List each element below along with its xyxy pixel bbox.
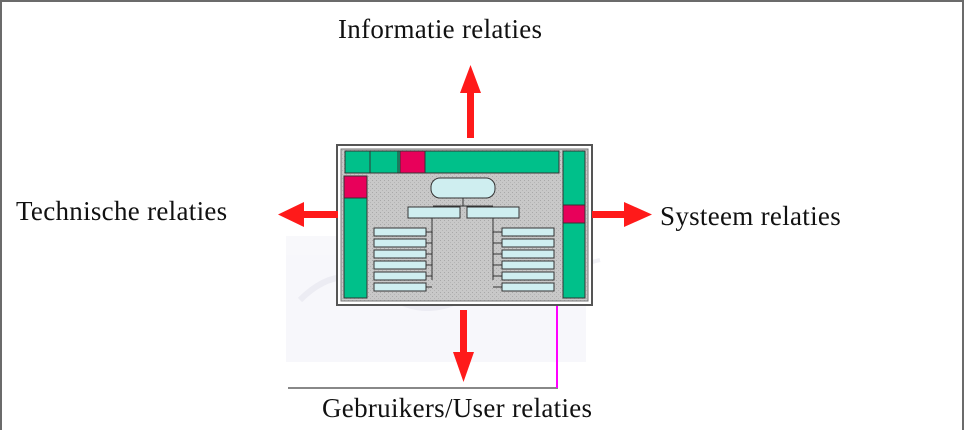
- arrow-left: [278, 202, 338, 227]
- arrow-right: [592, 202, 652, 227]
- panel-row-icon: [373, 271, 427, 281]
- panel-row-icon: [373, 282, 427, 292]
- panel-row-icon: [373, 238, 427, 248]
- panel-row-icon: [501, 282, 555, 292]
- label-gebruikers-relaties: Gebruikers/User relaties: [322, 393, 593, 423]
- panel-row-icon: [501, 227, 555, 237]
- panel-row-icon: [501, 238, 555, 248]
- panel-row-icon: [373, 260, 427, 270]
- panel-row-icon: [373, 249, 427, 259]
- panel-row-icon: [373, 227, 427, 237]
- panel-row-icon: [501, 249, 555, 259]
- label-technische-relaties: Technische relaties: [16, 196, 228, 226]
- panel-row-icon: [501, 271, 555, 281]
- label-systeem-relaties: Systeem relaties: [660, 201, 841, 231]
- label-informatie-relaties: Informatie relaties: [338, 14, 543, 44]
- arrow-up: [460, 65, 481, 138]
- system-panel-icon: [336, 144, 593, 306]
- arrow-down: [453, 310, 474, 382]
- panel-row-icon: [501, 260, 555, 270]
